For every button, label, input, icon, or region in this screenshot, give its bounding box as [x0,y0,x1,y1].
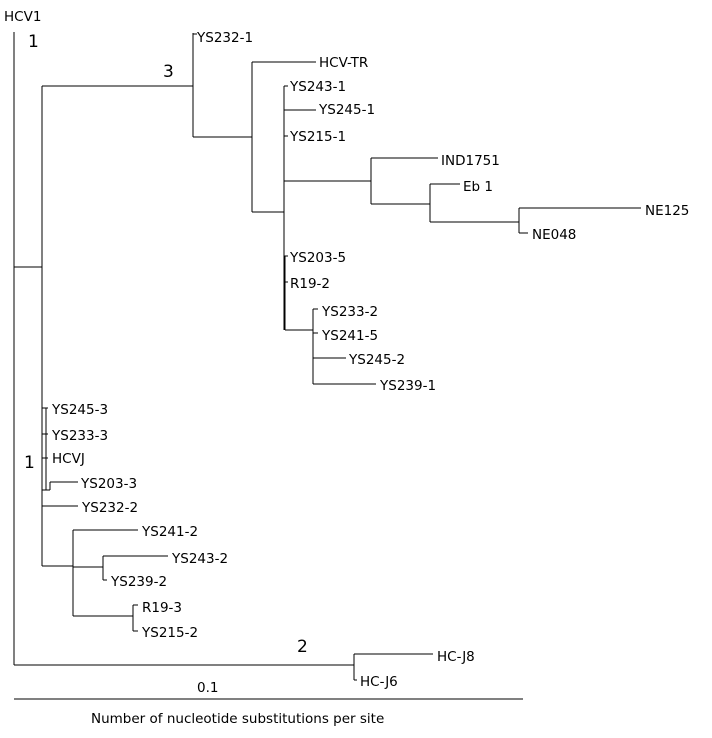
leaf-label-ne125: NE125 [645,203,689,219]
leaf-label-hc-j6: HC-J6 [360,674,398,690]
genotype-label-1-top: 1 [28,32,39,52]
leaf-label-hcv1: HCV1 [4,9,41,25]
leaf-label-ys245-2: YS245-2 [348,352,405,368]
leaf-label-hcvj: HCVJ [52,451,85,467]
leaf-label-ind1751: IND1751 [441,153,500,169]
leaf-label-ys245-1: YS245-1 [318,102,375,118]
leaf-label-ys215-2: YS215-2 [141,625,198,641]
leaf-label-r19-2: R19-2 [290,276,330,292]
leaf-label-ys215-1: YS215-1 [289,129,346,145]
genotype-label-2: 2 [297,637,308,657]
leaf-label-ys232-2: YS232-2 [81,500,138,516]
tree-branches [13,32,641,681]
scale-bar-value: 0.1 [197,680,218,696]
leaf-label-ys243-2: YS243-2 [171,551,228,567]
leaf-label-ys233-2: YS233-2 [321,304,378,320]
leaf-label-ys239-1: YS239-1 [379,378,436,394]
leaf-label-eb-1: Eb 1 [463,179,493,195]
leaf-label-ys232-1: YS232-1 [196,30,253,46]
leaf-label-ys203-3: YS203-3 [80,476,137,492]
leaf-label-r19-3: R19-3 [142,600,182,616]
genotype-label-3: 3 [163,62,174,82]
leaf-label-ys233-3: YS233-3 [51,428,108,444]
leaf-label-hc-j8: HC-J8 [437,649,475,665]
leaf-label-ys245-3: YS245-3 [51,402,108,418]
leaf-label-hcv-tr: HCV-TR [319,55,368,71]
leaf-label-ne048: NE048 [532,227,576,243]
leaf-label-ys243-1: YS243-1 [289,79,346,95]
scale-bar-axis-label: Number of nucleotide substitutions per s… [91,711,384,727]
leaf-label-ys239-2: YS239-2 [110,574,167,590]
genotype-label-1-bottom: 1 [24,453,35,473]
leaf-label-ys241-2: YS241-2 [141,524,198,540]
leaf-label-ys241-5: YS241-5 [321,328,378,344]
leaf-label-ys203-5: YS203-5 [289,250,346,266]
